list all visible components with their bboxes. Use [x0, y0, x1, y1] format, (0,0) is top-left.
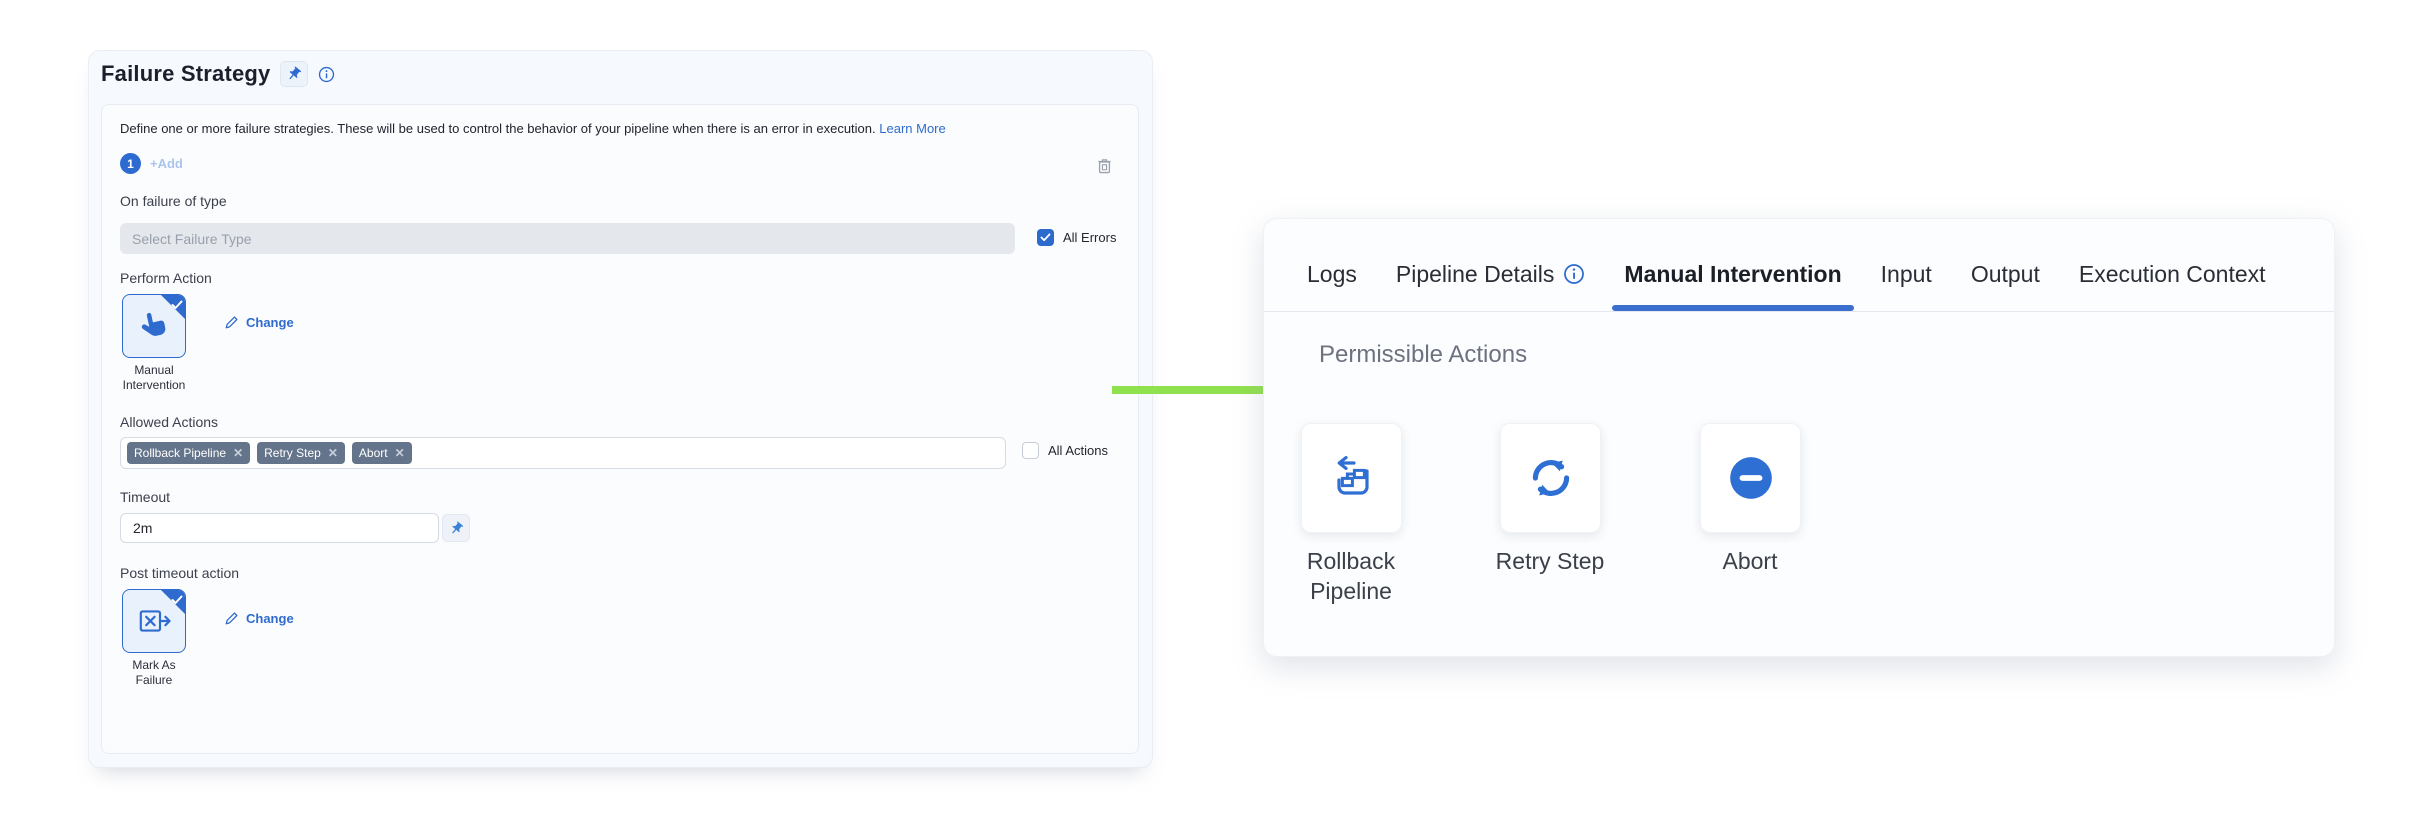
- checkbox-unchecked-icon[interactable]: [1022, 442, 1039, 459]
- timeout-field: [120, 513, 470, 543]
- allowed-action-tag[interactable]: Retry Step ✕: [257, 442, 345, 464]
- post-timeout-label: Post timeout action: [120, 565, 240, 581]
- selected-corner: [161, 590, 185, 614]
- strategy-description: Define one or more failure strategies. T…: [120, 121, 946, 136]
- tab-output[interactable]: Output: [1970, 260, 2040, 287]
- abort-label: Abort: [1722, 548, 1778, 574]
- allowed-actions-input[interactable]: Rollback Pipeline ✕ Retry Step ✕ Abort ✕: [120, 437, 1006, 469]
- pin-button[interactable]: [280, 61, 309, 87]
- abort-button[interactable]: [1700, 423, 1801, 533]
- failure-strategy-form: Define one or more failure strategies. T…: [101, 104, 1139, 754]
- timeout-input[interactable]: [120, 513, 439, 543]
- learn-more-link[interactable]: Learn More: [879, 121, 946, 136]
- pin-icon: [290, 66, 302, 80]
- remove-tag-icon[interactable]: ✕: [327, 446, 338, 460]
- selected-check-icon: [171, 297, 183, 315]
- retry-icon: [1532, 460, 1569, 496]
- delete-strategy-button[interactable]: [1096, 157, 1113, 180]
- mark-as-failure-icon: [139, 610, 171, 632]
- remove-tag-icon[interactable]: ✕: [394, 446, 405, 460]
- timeout-pin-button[interactable]: [442, 514, 470, 542]
- retry-step-button[interactable]: [1500, 423, 1601, 533]
- add-strategy-button[interactable]: +Add: [150, 156, 183, 171]
- permissible-actions-title: Permissible Actions: [1319, 341, 1528, 368]
- selected-corner: [161, 295, 185, 319]
- execution-detail-panel: Logs Pipeline Details Manual Interventio…: [1263, 218, 2335, 657]
- failure-strategy-panel: Failure Strategy Define one or more fail…: [88, 50, 1153, 768]
- retry-step-label: Retry Step: [1495, 548, 1605, 574]
- on-failure-label: On failure of type: [120, 193, 227, 209]
- failure-strategy-header: Failure Strategy: [101, 61, 335, 87]
- all-errors-checkbox[interactable]: All Errors: [1037, 229, 1116, 246]
- rollback-pipeline-button[interactable]: [1301, 423, 1402, 533]
- tabbar: Logs Pipeline Details Manual Interventio…: [1264, 219, 2334, 311]
- hand-pointer-icon: [141, 312, 166, 336]
- checkbox-checked-icon[interactable]: [1037, 229, 1054, 246]
- timeout-label: Timeout: [120, 489, 171, 505]
- allowed-action-tag[interactable]: Rollback Pipeline ✕: [127, 442, 251, 464]
- perform-action-label: Perform Action: [120, 270, 212, 286]
- failure-type-select[interactable]: [120, 223, 1015, 254]
- pin-icon: [451, 521, 463, 533]
- trash-icon: [1098, 159, 1111, 174]
- manual-intervention-card[interactable]: [122, 294, 186, 358]
- allowed-actions-label: Allowed Actions: [120, 414, 219, 430]
- tab-manual-intervention[interactable]: Manual Intervention: [1612, 237, 1854, 311]
- pencil-icon: [225, 612, 238, 625]
- pencil-icon: [225, 316, 238, 329]
- tab-execution-context[interactable]: Execution Context: [2078, 260, 2266, 287]
- tab-pipeline-details[interactable]: Pipeline Details: [1396, 237, 1586, 311]
- rollback-pipeline-icon: [1336, 456, 1369, 495]
- info-icon: [1564, 264, 1585, 284]
- mark-as-failure-card[interactable]: [122, 589, 186, 653]
- info-icon[interactable]: [318, 66, 335, 83]
- abort-icon: [1729, 457, 1772, 499]
- rollback-pipeline-label: Rollback Pipeline: [1306, 548, 1396, 604]
- all-actions-checkbox[interactable]: All Actions: [1022, 442, 1108, 459]
- tab-logs[interactable]: Logs: [1307, 260, 1357, 287]
- post-timeout-action-name: Mark As Failure: [132, 658, 176, 687]
- tab-input[interactable]: Input: [1880, 260, 1932, 287]
- change-post-timeout-button[interactable]: Change: [224, 611, 294, 626]
- selected-check-icon: [171, 592, 183, 610]
- perform-action-name: Manual Intervention: [122, 363, 186, 392]
- change-action-button[interactable]: Change: [224, 315, 294, 330]
- strategy-index-badge[interactable]: 1: [120, 153, 141, 174]
- panel-title: Failure Strategy: [101, 61, 271, 86]
- remove-tag-icon[interactable]: ✕: [233, 446, 244, 460]
- strategy-row: 1 +Add: [120, 153, 183, 174]
- allowed-action-tag[interactable]: Abort ✕: [351, 442, 412, 464]
- tabbar-divider: [1264, 311, 2334, 312]
